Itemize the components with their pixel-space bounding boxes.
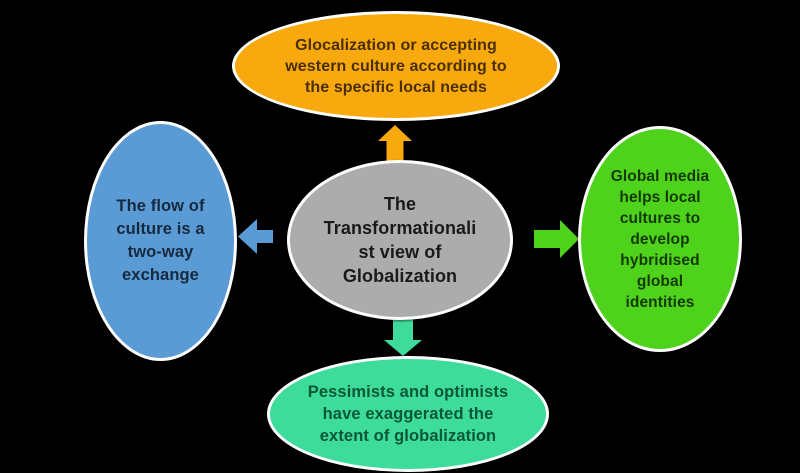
node-central-transformationalist-view: The Transformationali st view of Globali…	[287, 160, 513, 320]
node-glocalization: Glocalization or accepting western cultu…	[232, 11, 560, 121]
node-global-media: Global media helps local cultures to dev…	[578, 126, 742, 352]
down-arrow-shape	[384, 319, 422, 356]
up-arrow-shape	[378, 125, 412, 161]
node-global-media-label: Global media helps local cultures to dev…	[610, 167, 710, 311]
up-arrow-icon	[378, 125, 412, 161]
node-two-way-exchange: The flow of culture is a two-way exchang…	[84, 121, 237, 361]
node-two-way-exchange-label: The flow of culture is a two-way exchang…	[116, 197, 205, 284]
node-pessimists-optimists: Pessimists and optimists have exaggerate…	[267, 356, 549, 472]
right-arrow-shape	[534, 220, 579, 258]
down-arrow-icon	[384, 319, 422, 356]
left-arrow-icon	[238, 219, 273, 254]
right-arrow-icon	[534, 220, 579, 258]
node-pessimists-optimists-label: Pessimists and optimists have exaggerate…	[307, 383, 509, 445]
node-central-label: The Transformationali st view of Globali…	[323, 194, 477, 286]
left-arrow-shape	[238, 219, 273, 254]
node-glocalization-label: Glocalization or accepting western cultu…	[285, 36, 507, 96]
